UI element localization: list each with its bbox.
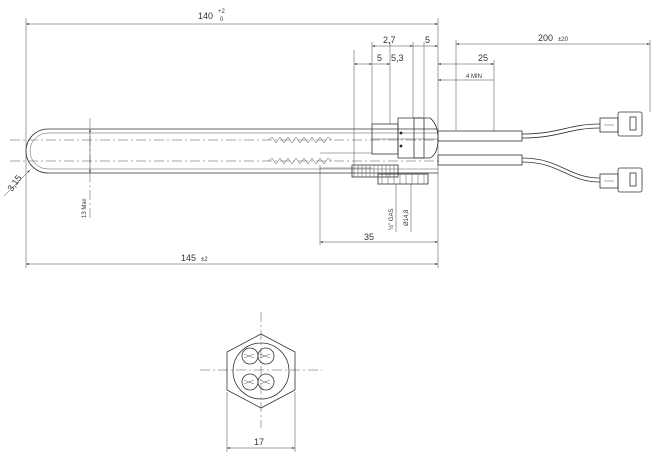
label-dim-25: 25 — [478, 53, 488, 63]
cables — [521, 123, 601, 183]
label-cable-length: 200 — [538, 33, 553, 43]
upper-sleeve — [437, 130, 523, 142]
label-cable-tol: ±20 — [558, 37, 569, 43]
label-overall-tol-lower: 0 — [220, 17, 224, 23]
label-dim-5-3: 5,3 — [391, 53, 404, 63]
heating-coil-lower — [267, 157, 333, 165]
label-total-length: 145 — [181, 253, 196, 263]
dimension-labels: 140 +2 0 2,7 5 200 ±20 5 5,3 25 4 MIN 3,… — [5, 9, 568, 263]
connector-lower — [599, 167, 643, 193]
heater-side-view — [10, 111, 643, 218]
label-overall-tol-upper: +2 — [218, 9, 226, 15]
label-thread: ½" GAS — [388, 209, 395, 230]
label-dim-2-7: 2,7 — [383, 35, 396, 45]
heating-coil-upper — [267, 136, 333, 144]
lower-sleeve — [437, 154, 523, 166]
label-overall-length: 140 — [198, 11, 213, 21]
label-dim-5-top: 5 — [425, 35, 430, 45]
threaded-fitting — [351, 117, 439, 185]
label-bore-dia: Ø14,8 — [404, 209, 410, 226]
label-max-dia: 13 Max — [82, 198, 88, 218]
label-radius: 3,15 — [5, 173, 23, 193]
label-hex-width: 17 — [254, 437, 264, 447]
label-min: 4 MIN — [466, 74, 482, 80]
dimension-lines — [3, 18, 651, 268]
label-dim-35: 35 — [364, 232, 374, 242]
connector-upper — [599, 111, 643, 137]
label-dim-5-mid: 5 — [377, 53, 382, 63]
label-total-tol: ±2 — [201, 257, 208, 263]
hex-end-view: 17 — [200, 312, 322, 452]
